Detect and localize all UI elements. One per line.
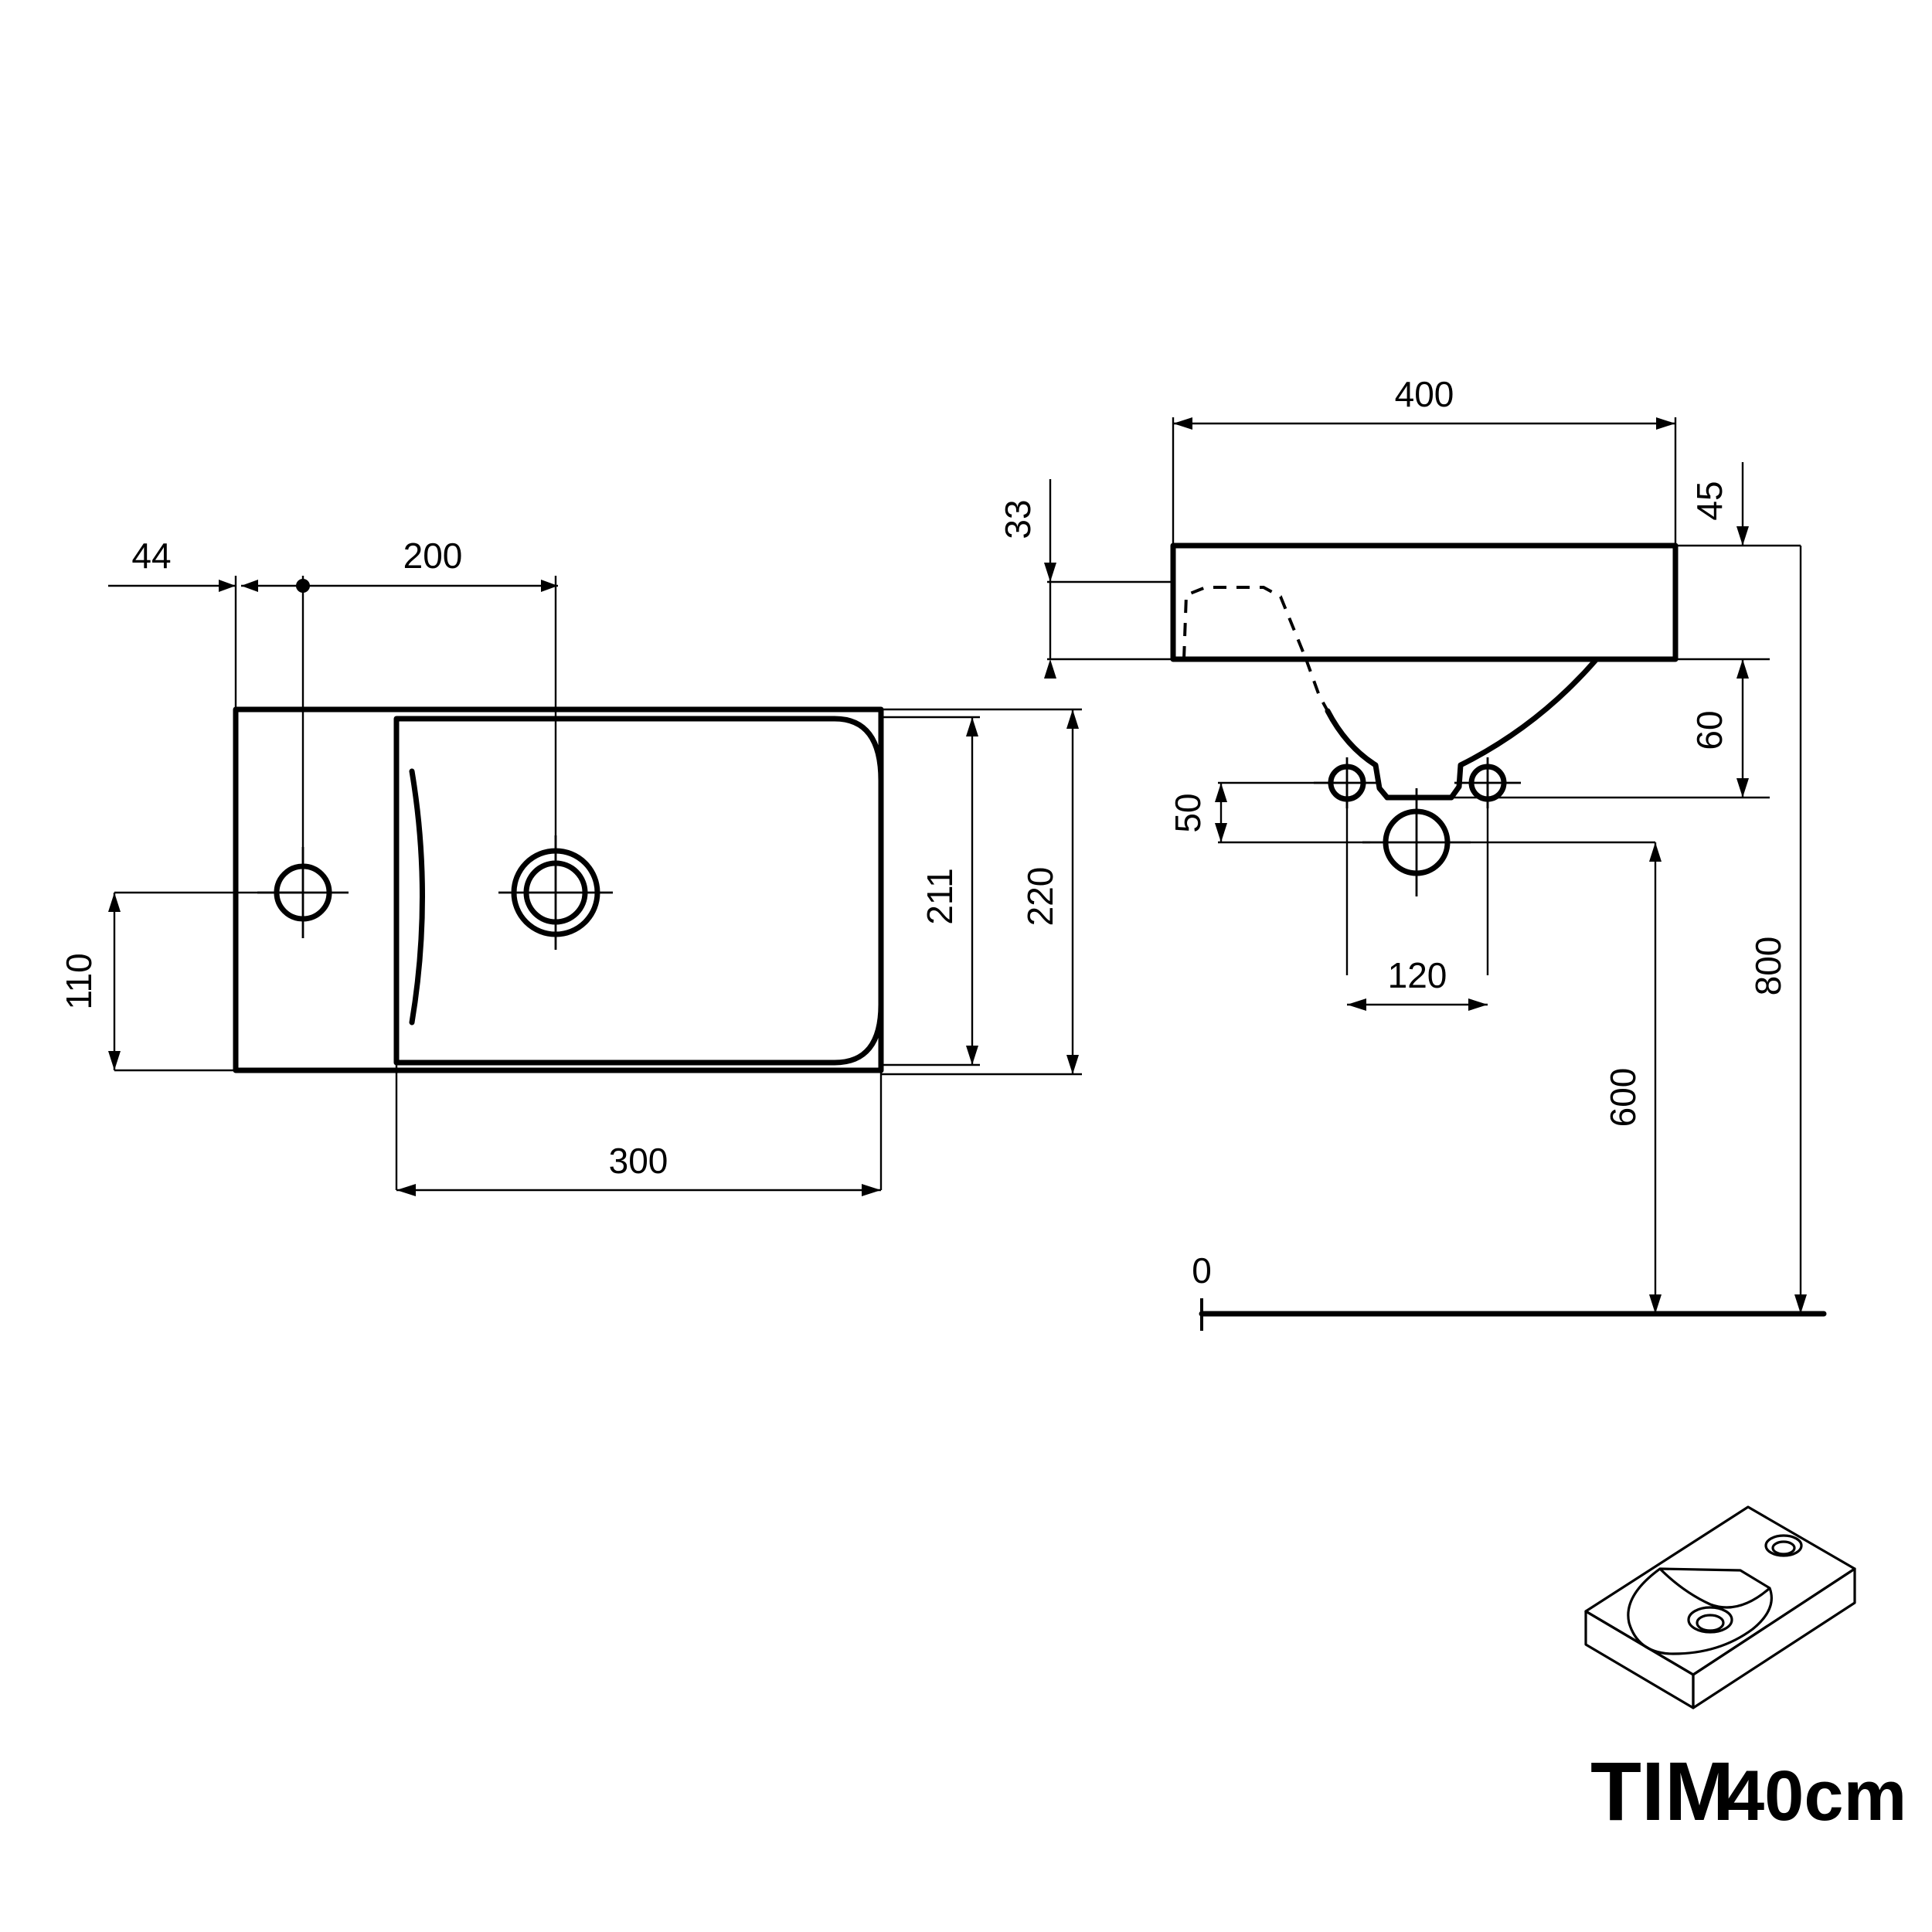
dimension-44: 44 bbox=[108, 536, 236, 592]
iso-drain-outer bbox=[1687, 1606, 1733, 1634]
dim-33-arrow-bottom bbox=[1044, 563, 1056, 582]
iso-top-face bbox=[1584, 1505, 1856, 1676]
dim-220-arrow-bottom bbox=[1066, 1055, 1079, 1074]
dim-220-arrow-top bbox=[1066, 709, 1079, 729]
dimension-400: 400 bbox=[1173, 374, 1675, 430]
top-view-outline bbox=[233, 706, 884, 1073]
dim-120-label: 120 bbox=[1388, 955, 1447, 995]
dimension-50: 50 bbox=[1168, 783, 1227, 842]
dimension-200: 200 bbox=[241, 536, 558, 593]
dim-200-arrow-right bbox=[541, 580, 558, 592]
iso-basin-recess bbox=[1627, 1567, 1773, 1655]
basin-contour-arc bbox=[409, 768, 425, 1026]
dimension-800: 800 bbox=[1748, 546, 1807, 1314]
dim-220-label: 220 bbox=[1020, 867, 1060, 927]
dimension-300: 300 bbox=[395, 1063, 883, 1196]
dim-110-label: 110 bbox=[59, 953, 99, 1009]
dim-200-arrow-left bbox=[241, 580, 258, 592]
title-model: TIM bbox=[1590, 1744, 1734, 1838]
dim-400-arrow-right bbox=[1656, 417, 1675, 430]
dim-120-arrow-right bbox=[1468, 998, 1488, 1011]
iso-basin-inner-wall bbox=[1658, 1567, 1771, 1609]
floor-datum-label: 0 bbox=[1192, 1250, 1212, 1291]
dimension-110: 110 bbox=[59, 891, 303, 1072]
dim-211-arrow-top bbox=[966, 717, 978, 736]
dim-45-label: 45 bbox=[1689, 481, 1730, 520]
dim-44-label: 44 bbox=[131, 536, 171, 576]
dim-200-label: 200 bbox=[403, 536, 463, 576]
dimension-120: 120 bbox=[1347, 955, 1488, 1011]
dim-300-label: 300 bbox=[609, 1141, 668, 1181]
dimension-33: 33 bbox=[998, 479, 1056, 679]
top-view-basin bbox=[393, 716, 884, 1066]
dim-33-label: 33 bbox=[998, 499, 1038, 539]
title-block: TIM 40cm bbox=[1590, 1744, 1906, 1838]
dim-211-arrow-bottom bbox=[966, 1046, 978, 1065]
top-view-group: 44 200 110 bbox=[59, 536, 1082, 1196]
dim-300-arrow-right bbox=[862, 1184, 881, 1196]
dim-800-label: 800 bbox=[1748, 937, 1788, 996]
dim-211-label: 211 bbox=[920, 868, 960, 924]
dim-400-arrow-left bbox=[1173, 417, 1192, 430]
dim-60-arrow-top bbox=[1736, 659, 1749, 679]
side-view-body bbox=[1170, 543, 1679, 662]
dim-600-arrow-bottom bbox=[1649, 1294, 1662, 1314]
dim-33-arrow-up bbox=[1044, 659, 1056, 679]
dim-60-label: 60 bbox=[1689, 710, 1730, 750]
title-size: 40cm bbox=[1725, 1757, 1906, 1835]
side-view-hidden-bowl-wall bbox=[1304, 658, 1329, 712]
dimension-45: 45 bbox=[1689, 462, 1749, 546]
side-view-bowl bbox=[1325, 657, 1599, 801]
dim-120-arrow-left bbox=[1347, 998, 1366, 1011]
iso-faucet-hole-outer bbox=[1764, 1534, 1803, 1557]
iso-faucet-hole-inner bbox=[1771, 1540, 1796, 1556]
dim-50-arrow-bottom bbox=[1215, 823, 1227, 842]
dim-110-arrow-top bbox=[108, 893, 121, 912]
dim-45-arrow-down bbox=[1736, 526, 1749, 546]
dim-200-origin-dot bbox=[296, 579, 310, 593]
dimension-600: 600 bbox=[1603, 842, 1662, 1314]
dim-60-arrow-bottom bbox=[1736, 778, 1749, 798]
iso-right-side-face bbox=[1692, 1567, 1856, 1709]
floor-datum: 0 bbox=[1192, 1250, 1827, 1331]
dim-400-label: 400 bbox=[1395, 374, 1454, 414]
dim-110-arrow-bottom bbox=[108, 1051, 121, 1070]
side-view-group: 400 33 45 60 bbox=[998, 374, 1801, 801]
dimension-60: 60 bbox=[1689, 659, 1749, 798]
side-view-hidden-boss bbox=[1182, 586, 1308, 660]
dim-600-arrow-top bbox=[1649, 842, 1662, 862]
dim-300-arrow-left bbox=[396, 1184, 416, 1196]
dim-44-arrow bbox=[219, 580, 236, 592]
dim-50-label: 50 bbox=[1168, 793, 1208, 832]
isometric-view-group bbox=[1584, 1505, 1856, 1709]
dim-800-arrow-bottom bbox=[1794, 1294, 1807, 1314]
iso-drain-inner bbox=[1696, 1614, 1725, 1632]
dim-50-arrow-top bbox=[1215, 783, 1227, 802]
dim-600-label: 600 bbox=[1603, 1068, 1643, 1128]
iso-left-side-face bbox=[1584, 1610, 1695, 1709]
dimension-211: 211 bbox=[881, 716, 980, 1066]
dimension-220: 220 bbox=[881, 708, 1082, 1076]
front-view-group: 50 120 600 800 bbox=[1168, 546, 1827, 1331]
